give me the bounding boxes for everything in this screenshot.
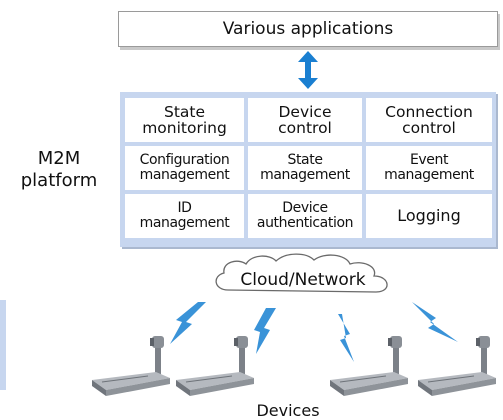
device-icon bbox=[92, 336, 170, 396]
platform-label-line-1: M2M bbox=[37, 148, 81, 169]
m2m-platform-panel: State monitoring Device control Connecti… bbox=[120, 92, 496, 247]
function-text: control bbox=[402, 119, 456, 137]
function-connection-control: Connection control bbox=[366, 98, 492, 142]
function-logging: Logging bbox=[366, 194, 492, 238]
function-device-control: Device control bbox=[248, 98, 362, 142]
function-device-authentication: Device authentication bbox=[248, 194, 362, 238]
function-event-management: Event management bbox=[366, 146, 492, 190]
cloud-network-label: Cloud/Network bbox=[240, 270, 366, 290]
function-text: monitoring bbox=[142, 119, 227, 137]
signal-bolt-icon bbox=[254, 308, 276, 354]
devices-label: Devices bbox=[256, 401, 320, 420]
function-state-monitoring: State monitoring bbox=[125, 98, 244, 142]
function-text: State bbox=[163, 102, 206, 121]
function-text: Connection bbox=[385, 102, 473, 121]
function-text: Device bbox=[278, 102, 332, 121]
function-text: management bbox=[139, 215, 230, 231]
function-text: authentication bbox=[256, 215, 354, 231]
signal-bolt-icon bbox=[170, 302, 206, 344]
device-icon bbox=[176, 336, 254, 396]
cloud-icon bbox=[215, 253, 388, 293]
function-configuration-management: Configuration management bbox=[125, 146, 244, 190]
function-text: ID bbox=[177, 200, 192, 217]
device-icon bbox=[330, 336, 408, 396]
signal-bolt-icon bbox=[338, 314, 354, 362]
function-text: Configuration bbox=[139, 152, 230, 169]
function-text: Logging bbox=[397, 205, 461, 225]
m2m-platform-label: M2M platform bbox=[0, 148, 118, 192]
side-accent-bar bbox=[0, 300, 6, 390]
platform-label-line-2: platform bbox=[20, 170, 98, 191]
function-text: management bbox=[260, 167, 350, 183]
function-text: management bbox=[384, 167, 474, 183]
signal-bolt-icon bbox=[412, 302, 458, 342]
function-text: control bbox=[278, 119, 332, 137]
various-applications-box: Various applications bbox=[118, 11, 498, 47]
function-text: Event bbox=[409, 152, 449, 169]
device-icon bbox=[418, 336, 496, 396]
function-text: management bbox=[139, 167, 230, 183]
double-arrow-icon bbox=[298, 51, 318, 89]
function-text: Device bbox=[282, 200, 328, 217]
function-state-management: State management bbox=[248, 146, 362, 190]
function-id-management: ID management bbox=[125, 194, 244, 238]
function-text: State bbox=[287, 152, 323, 169]
various-applications-label: Various applications bbox=[222, 19, 394, 39]
